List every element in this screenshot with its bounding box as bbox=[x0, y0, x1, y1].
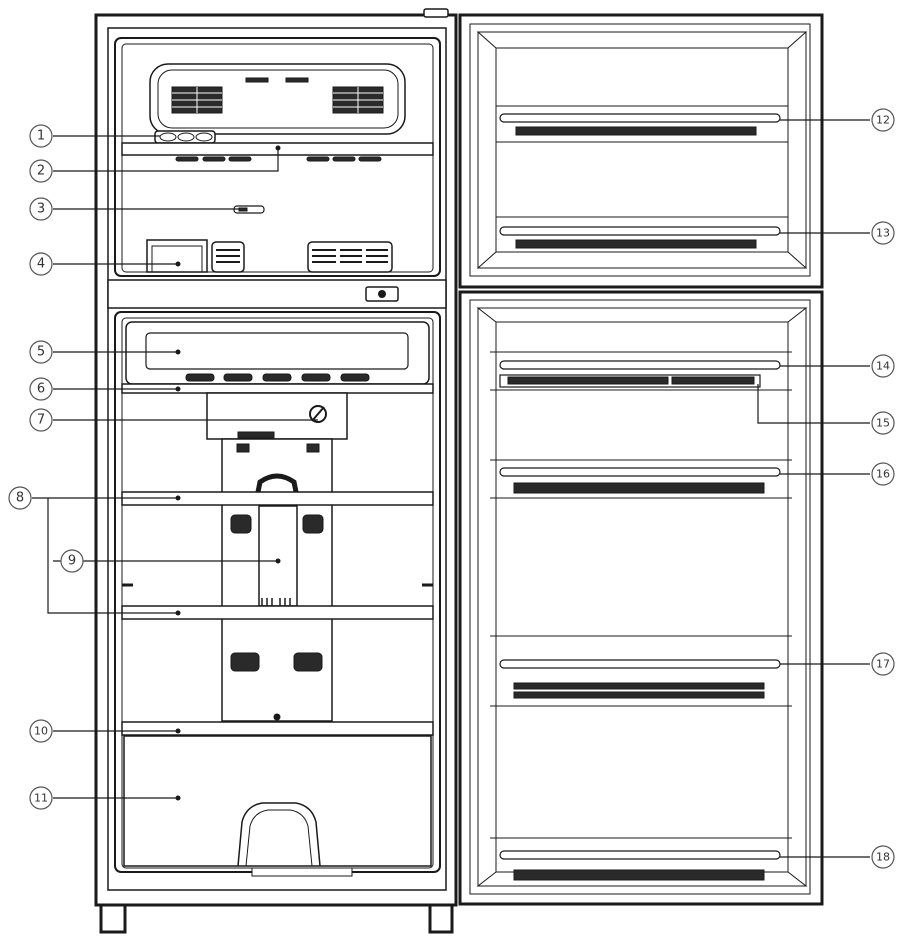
fridge-door bbox=[458, 290, 824, 906]
callout-1: 1 bbox=[29, 124, 53, 148]
svg-text:8: 8 bbox=[16, 491, 24, 506]
svg-text:18: 18 bbox=[876, 851, 890, 864]
callout-17: 17 bbox=[871, 652, 895, 676]
callout-10: 10 bbox=[29, 719, 53, 743]
callout-7: 7 bbox=[29, 408, 53, 432]
left-foot bbox=[99, 903, 127, 934]
callout-9: 9 bbox=[60, 549, 84, 573]
svg-text:7: 7 bbox=[37, 413, 45, 428]
svg-text:4: 4 bbox=[37, 257, 45, 272]
svg-text:15: 15 bbox=[876, 417, 890, 430]
callout-16: 16 bbox=[871, 462, 895, 486]
leader-dots bbox=[175, 145, 281, 801]
right-foot bbox=[428, 903, 454, 934]
door-shelf-bottle bbox=[490, 659, 792, 707]
svg-text:12: 12 bbox=[876, 114, 890, 127]
egg-tray-shelf bbox=[490, 360, 792, 391]
vent-grille-left bbox=[171, 86, 223, 114]
vent-grille-right bbox=[332, 86, 384, 114]
freezer-air-duct bbox=[149, 63, 406, 135]
svg-text:1: 1 bbox=[37, 129, 45, 144]
svg-text:17: 17 bbox=[876, 658, 890, 671]
door-shelf-bottom bbox=[499, 850, 781, 881]
freezer-door bbox=[458, 13, 824, 289]
leader-lines bbox=[32, 119, 870, 858]
callout-13: 13 bbox=[871, 221, 895, 245]
callout-4: 4 bbox=[29, 252, 53, 276]
freezer-compartment bbox=[114, 37, 441, 277]
callout-18: 18 bbox=[871, 845, 895, 869]
svg-text:3: 3 bbox=[37, 202, 45, 217]
vegetable-crisper bbox=[123, 735, 432, 867]
svg-text:14: 14 bbox=[876, 360, 890, 373]
callout-5: 5 bbox=[29, 340, 53, 364]
svg-text:16: 16 bbox=[876, 468, 890, 481]
door-shelf-middle bbox=[490, 467, 792, 499]
freezer-box bbox=[146, 239, 208, 273]
svg-text:11: 11 bbox=[34, 792, 48, 805]
callout-12: 12 bbox=[871, 108, 895, 132]
callouts: 1 2 3 4 5 6 7 8 9 10 11 12 13 14 15 16 1… bbox=[8, 108, 895, 869]
callout-3: 3 bbox=[29, 197, 53, 221]
chiller-vents bbox=[185, 373, 370, 382]
callout-2: 2 bbox=[29, 159, 53, 183]
water-tank bbox=[258, 505, 298, 607]
callout-14: 14 bbox=[871, 354, 895, 378]
crisper-cover bbox=[121, 721, 434, 736]
svg-text:6: 6 bbox=[37, 382, 45, 397]
callout-6: 6 bbox=[29, 377, 53, 401]
svg-text:10: 10 bbox=[34, 725, 48, 738]
svg-text:5: 5 bbox=[37, 345, 45, 360]
freezer-door-shelf-upper bbox=[499, 113, 781, 136]
callout-8: 8 bbox=[8, 486, 32, 510]
svg-text:13: 13 bbox=[876, 227, 890, 240]
callout-11: 11 bbox=[29, 786, 53, 810]
svg-text:9: 9 bbox=[68, 554, 76, 569]
callout-15: 15 bbox=[871, 411, 895, 435]
freezer-shelf-vents bbox=[175, 156, 382, 162]
compartment-divider bbox=[107, 279, 447, 309]
freezer-door-shelf-lower bbox=[499, 226, 781, 249]
svg-text:2: 2 bbox=[37, 164, 45, 179]
